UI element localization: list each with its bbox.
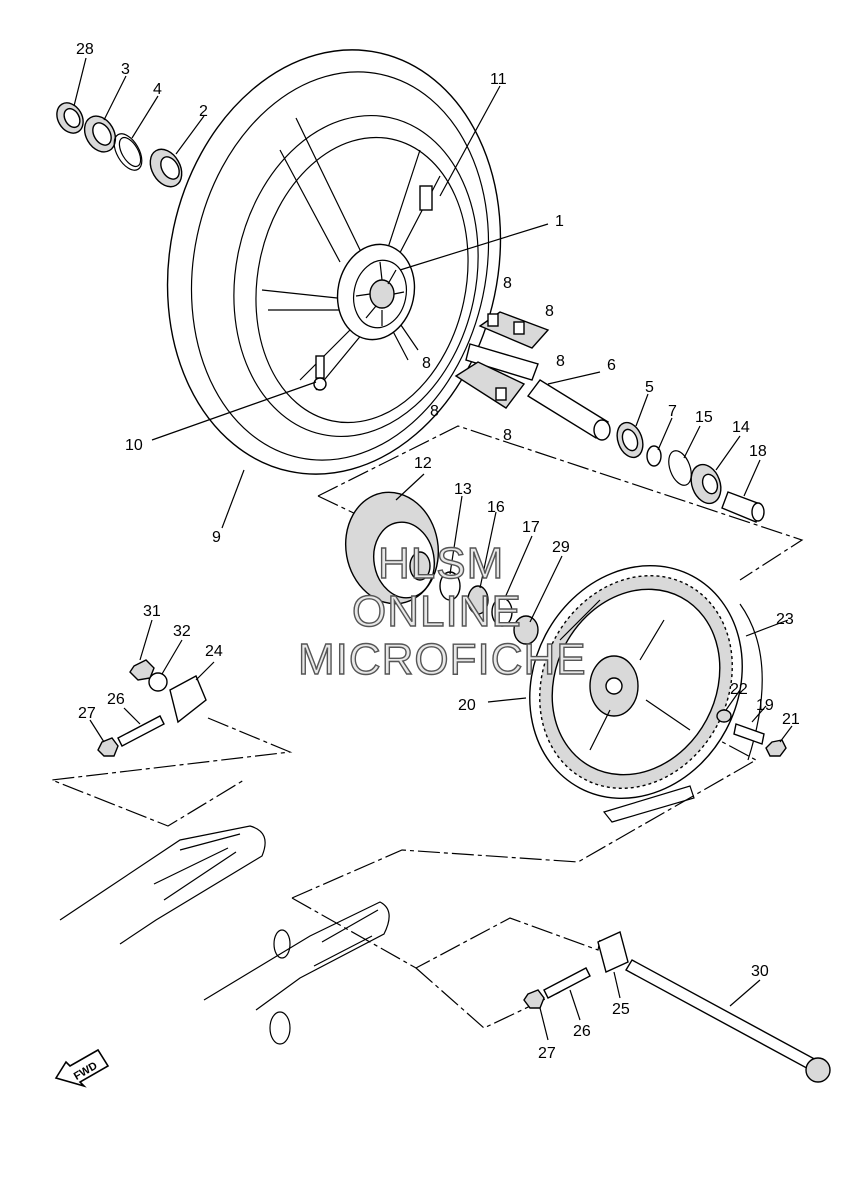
callout-7: 7 [668,403,677,420]
callout-31: 31 [143,603,161,620]
callout-13: 13 [454,481,472,498]
callout-4: 4 [153,81,162,98]
callout-16: 16 [487,499,505,516]
callout-19: 19 [756,697,774,714]
callout-27-b: 27 [538,1045,556,1062]
callout-12: 12 [414,455,432,472]
pulley-belt-group [529,565,763,823]
balance-weight-icon [419,185,433,211]
callout-labels: 28 3 4 2 11 1 8 8 8 8 8 8 6 5 7 15 14 18… [76,41,800,1062]
callout-8-c: 8 [422,355,431,372]
callout-29: 29 [552,539,570,556]
fwd-direction-badge: FWD [54,1048,110,1088]
callout-27-a: 27 [78,705,96,722]
callout-5: 5 [645,379,654,396]
callout-2: 2 [199,103,208,120]
callout-8-a: 8 [503,275,512,292]
callout-22: 22 [730,681,748,698]
callout-15: 15 [695,409,713,426]
callout-10: 10 [125,437,143,454]
collar-bearing-series [526,379,765,523]
callout-24: 24 [205,643,223,660]
rear-wheel-assembly [166,49,502,475]
callout-30: 30 [751,963,769,980]
watermark-line-2: ONLINE [352,587,522,636]
callout-8-f: 8 [503,427,512,444]
callout-28: 28 [76,41,94,58]
callout-26-a: 26 [107,691,125,708]
valve-icon [315,355,325,379]
callout-6: 6 [607,357,616,374]
adjuster-group-left [97,659,207,757]
callout-21: 21 [782,711,800,728]
callout-17: 17 [522,519,540,536]
callout-20: 20 [458,697,476,714]
callout-3: 3 [121,61,130,78]
assembly-frame-upper [317,425,804,581]
callout-18: 18 [749,443,767,460]
fwd-arrow-icon [54,1048,110,1088]
watermark: HLSM ONLINE MICROFICHE [297,538,587,684]
axle-hardware-lower [523,931,831,1083]
driven-flange-group [344,491,539,645]
callout-8-b: 8 [545,303,554,320]
watermark-line-1: HLSM [378,539,504,588]
bearing-parts-upper-left [56,102,183,188]
damper-set [454,311,550,409]
watermark-line-3: MICROFICHE [298,635,587,684]
swingarm [59,825,390,1045]
callout-14: 14 [732,419,750,436]
callout-23: 23 [776,611,794,628]
bolt-set-right [716,709,787,757]
callout-1: 1 [555,213,564,230]
callout-8-d: 8 [556,353,565,370]
callout-26-b: 26 [573,1023,591,1040]
callout-11: 11 [490,71,507,88]
callout-9: 9 [212,529,221,546]
leader-lines [73,57,793,1041]
callout-32: 32 [173,623,191,640]
callout-8-e: 8 [430,403,439,420]
callout-25: 25 [612,1001,630,1018]
